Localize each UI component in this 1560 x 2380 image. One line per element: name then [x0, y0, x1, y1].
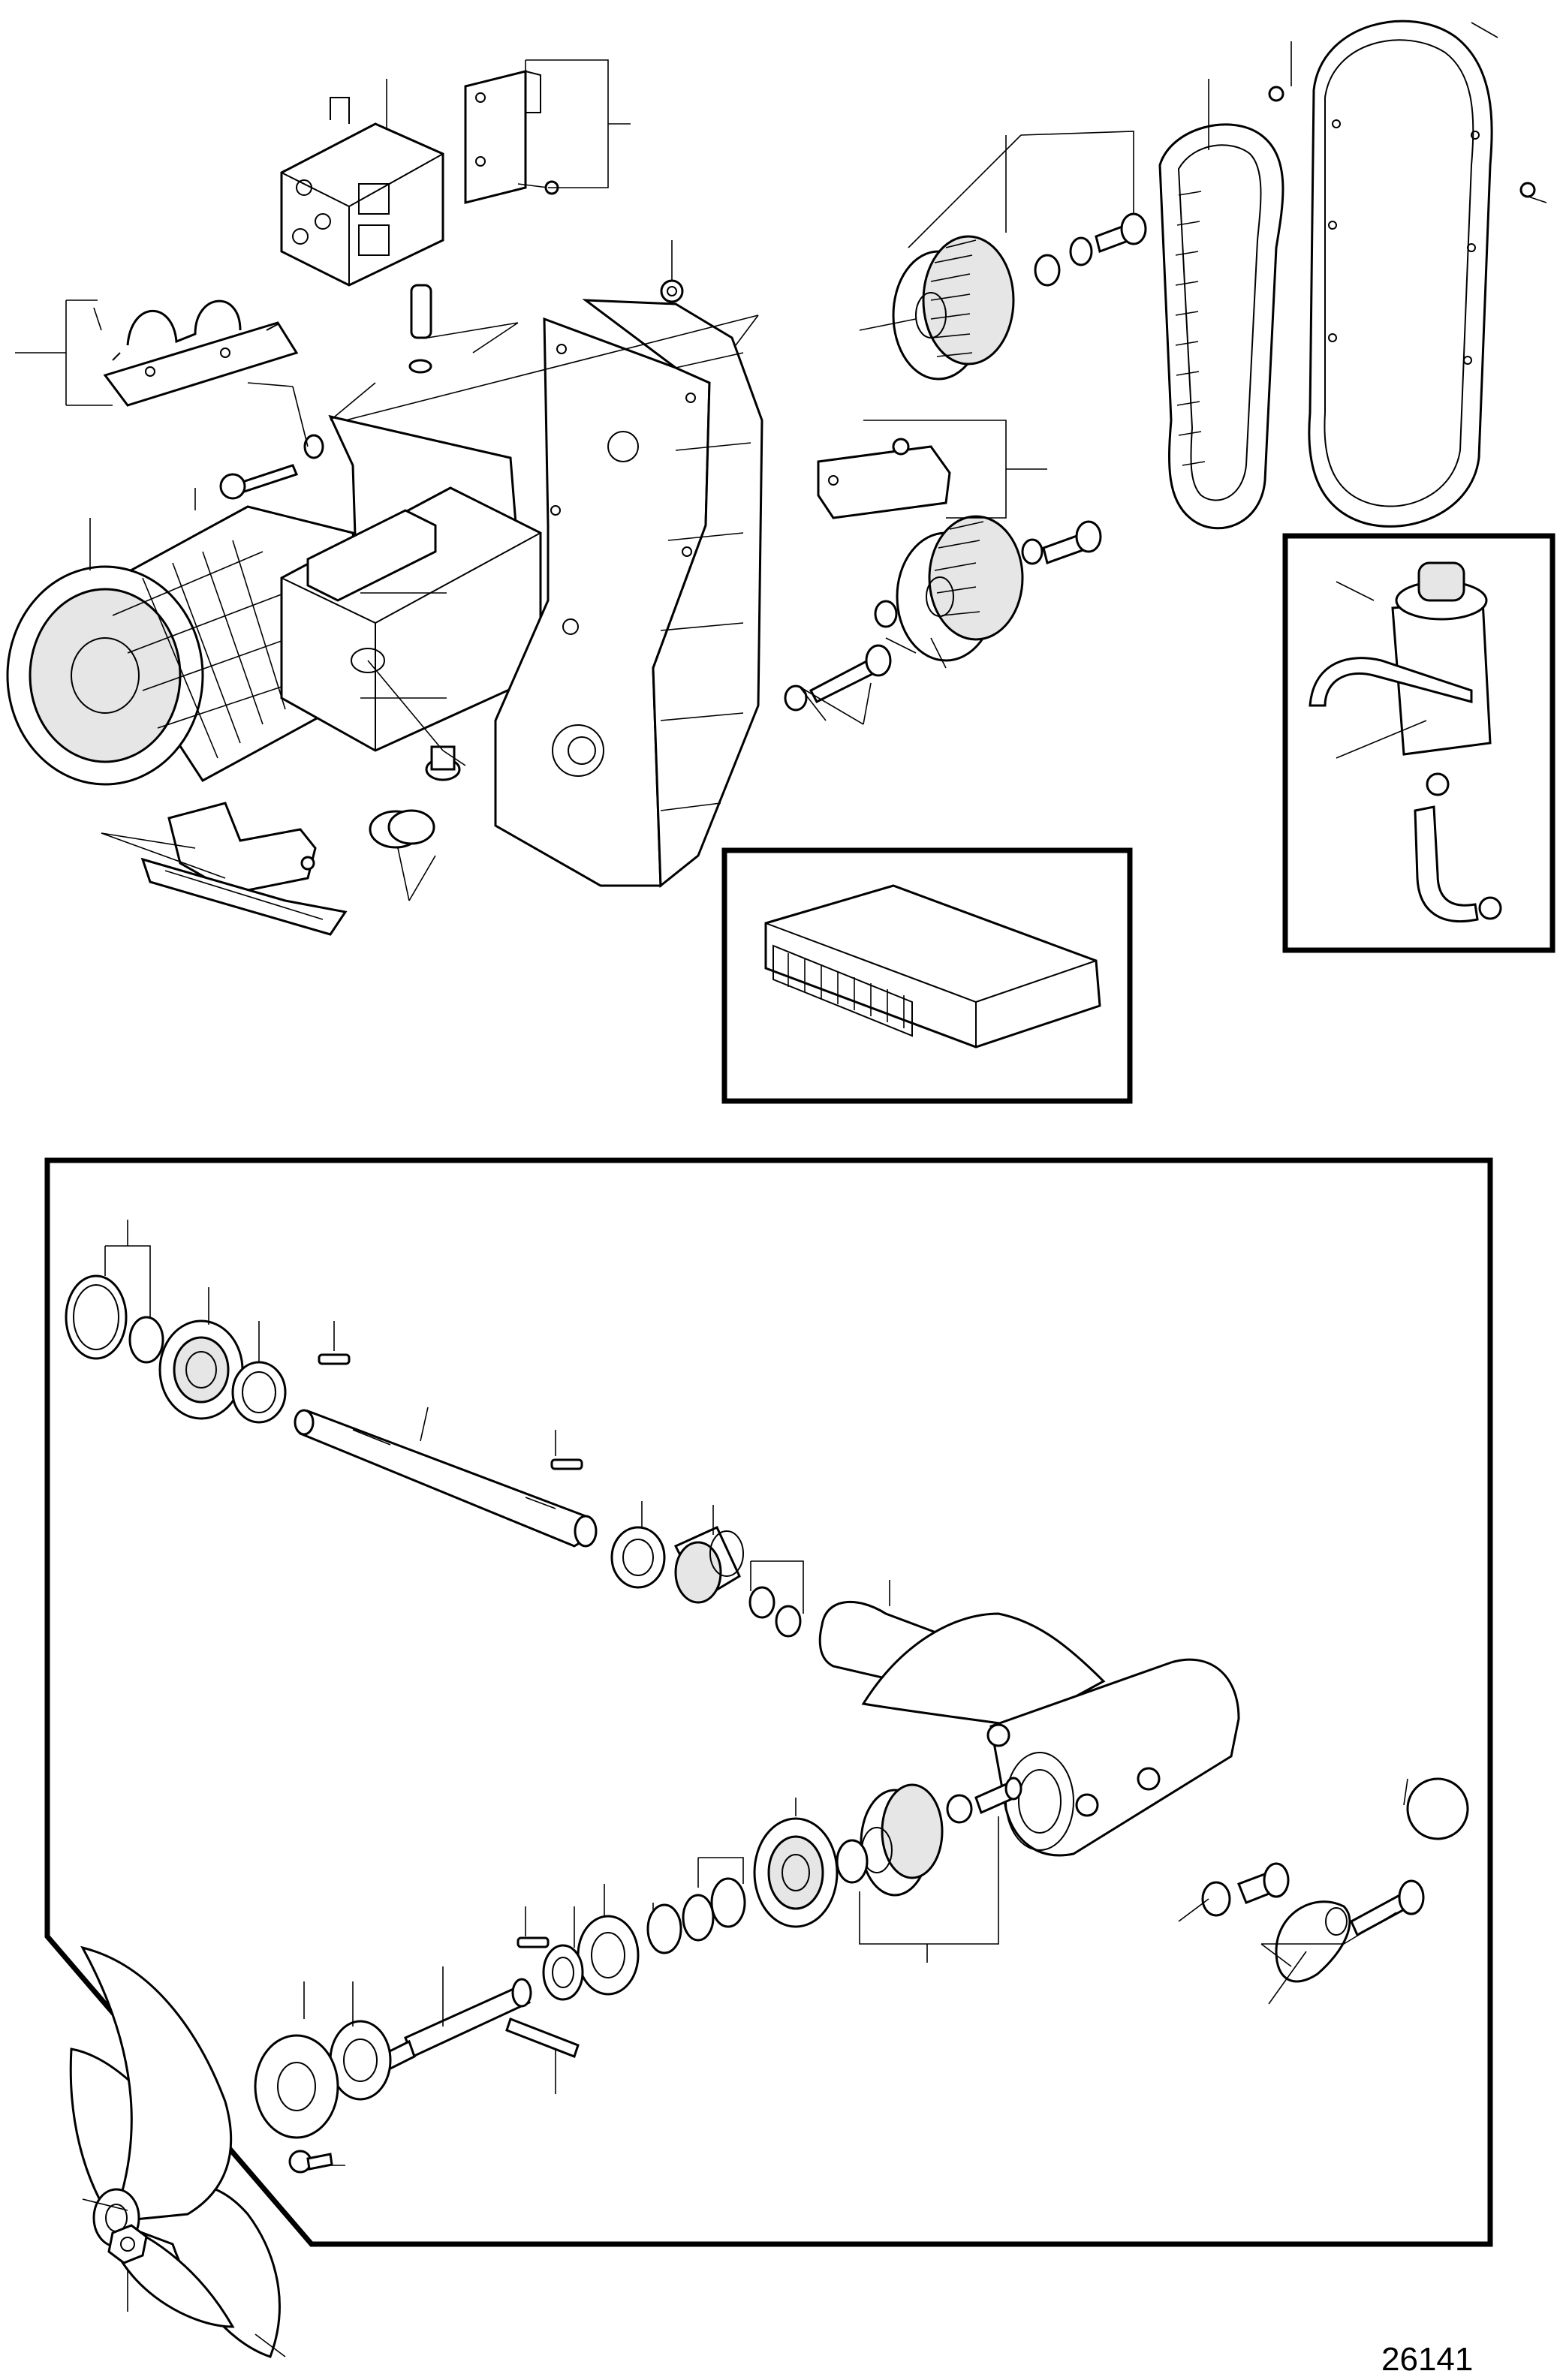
bevel-pinion-gear — [673, 1526, 744, 1604]
key-small — [516, 1936, 550, 1948]
ball-bearing-upper — [158, 1319, 244, 1420]
nut-small — [660, 279, 684, 303]
screw-cover-top — [1268, 86, 1284, 102]
inset-frame-terminal — [721, 847, 1133, 1104]
bolt-anode — [1350, 1879, 1425, 1937]
gear-housing — [818, 1600, 1240, 1857]
toothed-drive-belt — [1158, 123, 1284, 530]
canister-assembly — [1309, 561, 1502, 923]
o-ring-small — [128, 1316, 164, 1364]
bolt-upper-sprocket — [1095, 212, 1147, 253]
anode-block — [1275, 1900, 1351, 1983]
angle-bracket — [464, 70, 559, 204]
sleeve-bushing — [231, 1361, 287, 1424]
o-ring-drain — [1201, 1881, 1231, 1917]
connector-fitting — [408, 284, 432, 374]
cable-gland — [367, 660, 461, 781]
bolt-lower-sprocket-front — [1021, 520, 1102, 565]
seal-ring — [646, 1903, 682, 1954]
bearing-inner — [577, 1915, 640, 1996]
inset-frame-canister — [1282, 533, 1555, 953]
terminal-box — [280, 486, 542, 752]
bolt-crown-gear — [974, 1777, 1022, 1815]
propeller-hub — [254, 2034, 339, 2139]
terminal-strip — [764, 884, 1101, 1049]
shim-washers — [748, 1586, 802, 1638]
drive-shaft — [294, 1409, 598, 1548]
retaining-ring-large — [65, 1274, 128, 1360]
pin-shear — [505, 2017, 580, 2058]
washer-upper-pair — [1034, 236, 1093, 287]
crown-gear — [860, 1783, 944, 1897]
shim-lower-pair — [682, 1877, 746, 1942]
screw-cover-right — [1519, 182, 1536, 198]
cable-clamp-plate — [93, 299, 299, 407]
spacer-ring — [836, 1839, 869, 1884]
screw-hub — [288, 2150, 333, 2174]
lower-belt-sprocket — [896, 515, 1024, 662]
oil-seal — [542, 1944, 584, 2001]
motor-support-cradle — [140, 802, 348, 936]
callout-leaders — [15, 22, 1547, 2357]
key-lower — [550, 1458, 583, 1470]
ball-bearing-lower — [753, 1817, 839, 1928]
drawing-reference-number: 26141 — [1381, 2341, 1473, 2378]
washer-crown — [946, 1794, 973, 1824]
lower-assembly-frame — [44, 1157, 1493, 2247]
belt-cover — [1308, 20, 1493, 528]
circlip-pair — [369, 809, 435, 849]
needle-bearing — [610, 1526, 666, 1589]
tensioner-bracket — [817, 438, 951, 519]
round-cap-ball — [1406, 1777, 1469, 1840]
washer-lower — [874, 600, 898, 628]
relay-block — [280, 97, 444, 287]
propeller — [69, 1945, 281, 2358]
mounting-bracket — [494, 299, 763, 889]
anode-cap — [329, 2020, 392, 2101]
propeller-nut — [107, 2224, 148, 2264]
upper-belt-sprocket — [859, 235, 1015, 381]
key-upper — [318, 1353, 351, 1365]
bolt-motor-mount — [219, 434, 324, 500]
bolt-lower-sprocket-rear — [784, 644, 892, 712]
drain-plug — [1237, 1862, 1290, 1904]
